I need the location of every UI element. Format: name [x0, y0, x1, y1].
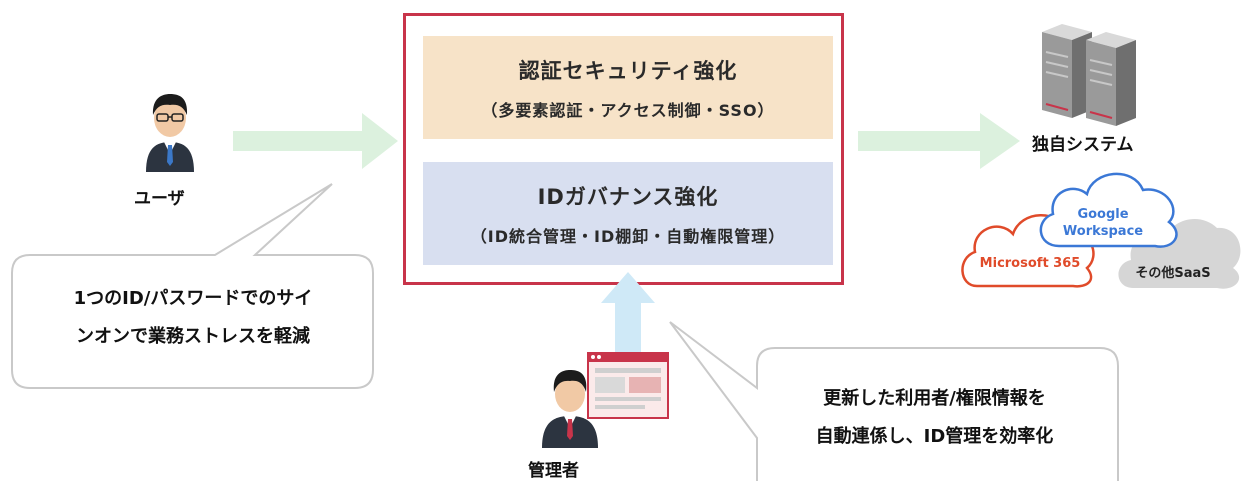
- user-bubble-line1: 1つのID/パスワードでのサイ: [73, 288, 313, 309]
- user-to-center-arrow: [233, 113, 398, 169]
- id-governance-subtitle: （ID統合管理・ID棚卸・自動権限管理）: [470, 226, 786, 246]
- admin-icon: [542, 352, 669, 448]
- user-label: ユーザ: [134, 189, 185, 209]
- id-governance-panel: IDガバナンス強化 （ID統合管理・ID棚卸・自動権限管理）: [423, 162, 833, 265]
- system-label: 独自システム: [1032, 135, 1134, 155]
- solution-frame: 認証セキュリティ強化 （多要素認証・アクセス制御・SSO） IDガバナンス強化 …: [403, 13, 844, 285]
- admin-to-center-arrow: [601, 272, 655, 373]
- google-workspace-label: Google Workspace: [1040, 206, 1166, 240]
- auth-security-subtitle: （多要素認証・アクセス制御・SSO）: [481, 100, 775, 120]
- microsoft-365-label: Microsoft 365: [979, 256, 1081, 271]
- auth-security-title: 認証セキュリティ強化: [518, 58, 738, 83]
- other-saas-label: その他SaaS: [1135, 266, 1211, 281]
- center-to-system-arrow: [858, 113, 1020, 169]
- user-speech-bubble: [11, 183, 374, 389]
- google-cloud-icon: [1039, 172, 1178, 248]
- user-bubble-text: 1つのID/パスワードでのサイ ンオンで業務ストレスを軽減: [22, 280, 364, 356]
- admin-speech-bubble: [669, 321, 1119, 481]
- google-label-line1: Google: [1077, 207, 1129, 222]
- user-icon: [146, 94, 194, 172]
- google-label-line2: Workspace: [1062, 224, 1144, 239]
- admin-label: 管理者: [528, 461, 579, 481]
- admin-bubble-line2: 自動連係し、ID管理を効率化: [815, 426, 1054, 447]
- server-icon: [1042, 24, 1136, 126]
- admin-bubble-text: 更新した利用者/権限情報を 自動連係し、ID管理を効率化: [762, 380, 1107, 456]
- saas-clouds: [961, 172, 1241, 289]
- user-bubble-line2: ンオンで業務ストレスを軽減: [76, 326, 310, 347]
- auth-security-panel: 認証セキュリティ強化 （多要素認証・アクセス制御・SSO）: [423, 36, 833, 139]
- admin-bubble-line1: 更新した利用者/権限情報を: [823, 388, 1046, 409]
- id-governance-title: IDガバナンス強化: [537, 184, 719, 209]
